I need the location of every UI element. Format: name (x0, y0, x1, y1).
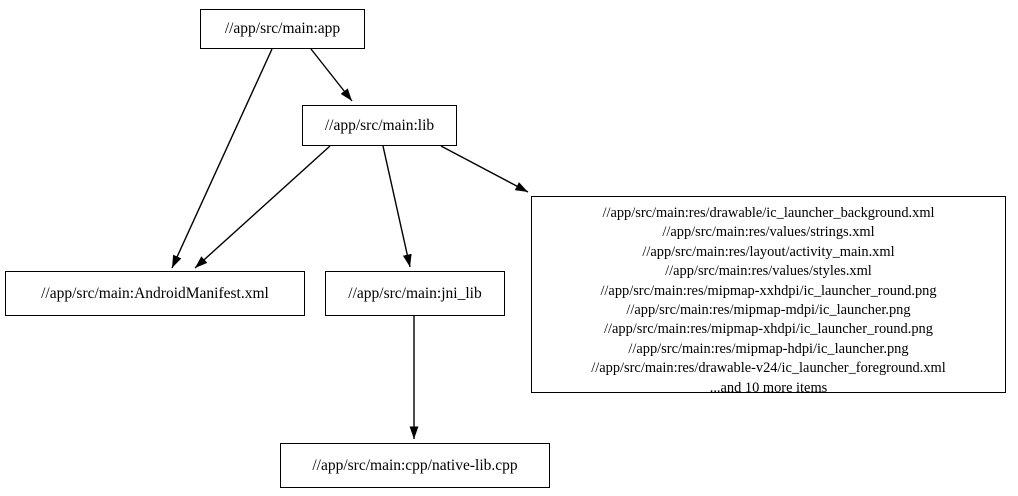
graph-node-app[interactable]: //app/src/main:app (200, 9, 365, 49)
graph-node-resources-label: //app/src/main:res/drawable/ic_launcher_… (591, 205, 946, 396)
graph-node-app-label: //app/src/main:app (224, 20, 341, 38)
graph-edge-lib-to-jni-lib (382, 145, 412, 268)
graph-node-android-manifest-label: //app/src/main:AndroidManifest.xml (41, 284, 269, 302)
graph-node-jni-lib[interactable]: //app/src/main:jni_lib (325, 271, 505, 316)
graph-node-android-manifest[interactable]: //app/src/main:AndroidManifest.xml (5, 271, 305, 316)
graph-node-lib-label: //app/src/main:lib (324, 116, 435, 134)
graph-node-native-lib-label: //app/src/main:cpp/native-lib.cpp (312, 456, 518, 474)
graph-edge-lib-to-android-manifest (194, 145, 331, 269)
graph-node-resources[interactable]: //app/src/main:res/drawable/ic_launcher_… (531, 196, 1006, 396)
graph-edge-app-to-lib (310, 48, 353, 102)
graph-node-lib[interactable]: //app/src/main:lib (302, 105, 457, 146)
graph-node-native-lib[interactable]: //app/src/main:cpp/native-lib.cpp (280, 443, 550, 488)
graph-node-jni-lib-label: //app/src/main:jni_lib (348, 284, 482, 302)
graph-edge-app-to-android-manifest (171, 48, 273, 269)
graph-edge-lib-to-resources (440, 145, 529, 193)
